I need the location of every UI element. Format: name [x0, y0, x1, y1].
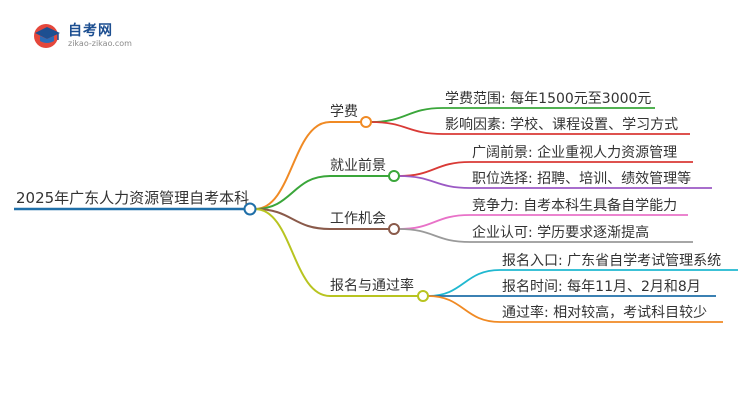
leaf-label: 企业认可: 学历要求逐渐提高	[472, 224, 649, 241]
logo-name: 自考网	[68, 23, 113, 39]
leaf-label: 学费范围: 每年1500元至3000元	[445, 90, 651, 107]
leaf-connector	[398, 214, 471, 230]
branch-connector	[254, 208, 331, 297]
logo-url: zikao-zikao.com	[68, 39, 132, 48]
leaf-label: 报名入口: 广东省自学考试管理系统	[502, 253, 721, 269]
leaf-label: 通过率: 相对较高，考试科目较少	[502, 304, 707, 321]
leaf-connector	[370, 107, 444, 123]
branch-label: 报名与通过率	[330, 277, 414, 294]
leaf-connector	[398, 228, 471, 243]
branch-connector	[254, 121, 331, 210]
leaf-connector	[427, 295, 501, 323]
branch-node	[388, 170, 400, 182]
leaf-connector	[370, 121, 444, 135]
leaf-connector	[398, 175, 471, 189]
leaf-connector	[398, 161, 471, 177]
leaf-label: 职位选择: 招聘、培训、绩效管理等	[472, 170, 691, 187]
root-label: 2025年广东人力资源管理自考本科	[16, 189, 249, 207]
site-logo[interactable]: 自考网 zikao-zikao.com	[32, 18, 142, 52]
leaf-label: 竞争力: 自考本科生具备自学能力	[472, 197, 677, 214]
leaf-label: 报名时间: 每年11月、2月和8月	[502, 279, 701, 295]
leaf-label: 影响因素: 学校、课程设置、学习方式	[445, 116, 678, 133]
leaf-label: 广阔前景: 企业重视人力资源管理	[472, 144, 677, 161]
branch-node	[360, 116, 372, 128]
branch-label: 学费	[330, 104, 358, 120]
leaf-connector	[427, 269, 501, 297]
branch-node	[388, 223, 400, 235]
branch-node	[417, 290, 429, 302]
graduation-cap-icon	[34, 24, 60, 48]
branch-label: 工作机会	[330, 211, 386, 227]
branch-connector	[254, 208, 331, 230]
root-node	[243, 202, 257, 216]
branch-connector	[254, 175, 331, 210]
branch-label: 就业前景	[330, 157, 386, 174]
